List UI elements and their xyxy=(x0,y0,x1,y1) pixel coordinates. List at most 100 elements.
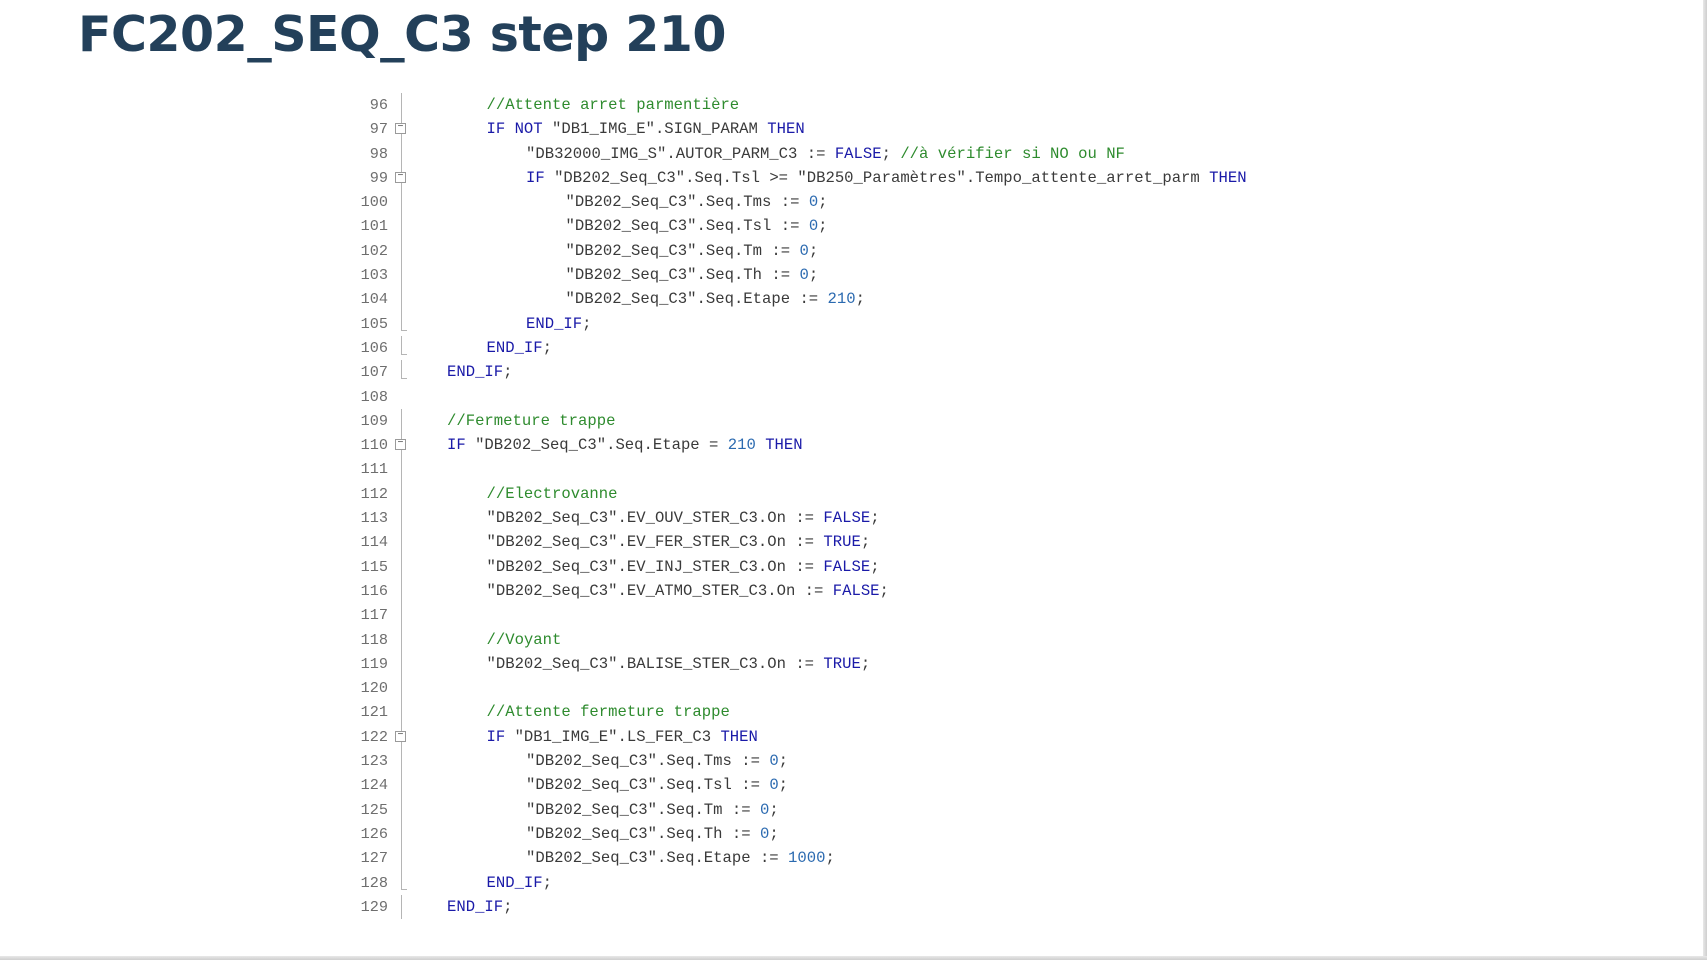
code-text: "DB202_Seq_C3".Seq.Th := 0; xyxy=(566,263,819,287)
collapse-icon[interactable]: − xyxy=(395,123,406,135)
collapse-icon[interactable]: − xyxy=(395,439,406,451)
fold-guide-line xyxy=(401,335,402,355)
code-token-str: "DB202_Seq_C3".Seq.Tms xyxy=(526,752,742,771)
fold-guide-line xyxy=(401,214,402,239)
code-token-pln: ; xyxy=(769,800,779,819)
code-token-str: "DB1_IMG_E".LS_FER_C3 xyxy=(514,727,721,746)
code-token-str: "DB202_Seq_C3".Seq.Th xyxy=(526,824,732,843)
code-text: "DB202_Seq_C3".Seq.Tm := 0; xyxy=(526,798,779,822)
code-token-kw: END_IF xyxy=(486,873,543,892)
code-text: "DB202_Seq_C3".EV_OUV_STER_C3.On := FALS… xyxy=(487,506,880,530)
line-number: 107 xyxy=(360,363,388,382)
code-token-op: := xyxy=(806,144,835,163)
line-number: 106 xyxy=(360,338,388,357)
code-token-str: "DB202_Seq_C3".Seq.Tsl xyxy=(565,217,781,236)
code-token-pln: ; xyxy=(881,144,901,163)
line-number: 96 xyxy=(369,96,388,114)
fold-guide-line xyxy=(401,408,402,434)
code-token-str: "DB202_Seq_C3".BALISE_STER_C3.On xyxy=(486,654,796,673)
fold-guide-line xyxy=(401,749,402,774)
fold-guide-line xyxy=(401,700,402,725)
fold-guide-line xyxy=(401,311,402,331)
fold-guide-line xyxy=(401,481,402,507)
code-text: //Voyant xyxy=(487,628,562,652)
code-token-cmt: //à vérifier si NO ou NF xyxy=(900,144,1125,163)
code-token-pln: ; xyxy=(879,581,889,600)
code-token-kw: END_IF xyxy=(447,897,504,916)
code-token-kw: FALSE xyxy=(832,581,880,600)
code-text: END_IF; xyxy=(526,312,592,336)
code-token-pln: ; xyxy=(778,752,789,771)
fold-end-marker xyxy=(401,353,407,355)
fold-guide-line xyxy=(401,627,402,652)
code-token-pln: ; xyxy=(870,509,880,528)
code-token-num: 0 xyxy=(799,241,809,260)
line-number: 101 xyxy=(360,217,388,236)
code-text: "DB202_Seq_C3".EV_FER_STER_C3.On := TRUE… xyxy=(487,530,871,554)
fold-end-marker xyxy=(401,888,407,890)
fold-guide-line xyxy=(401,870,402,890)
code-token-num: 0 xyxy=(759,824,770,843)
line-number: 121 xyxy=(360,703,388,722)
fold-guide-line xyxy=(401,263,402,288)
fold-guide-line xyxy=(401,578,402,604)
code-token-op: := xyxy=(741,752,770,771)
code-text: "DB202_Seq_C3".Seq.Tms := 0; xyxy=(566,190,828,214)
slide-shadow-right xyxy=(1703,0,1707,960)
code-token-pln: ; xyxy=(778,776,789,795)
line-number: 98 xyxy=(369,144,388,163)
code-token-num: 0 xyxy=(759,800,770,819)
code-text: IF "DB202_Seq_C3".Seq.Etape = 210 THEN xyxy=(447,433,803,457)
code-token-pln: ; xyxy=(860,654,871,673)
line-number: 115 xyxy=(360,557,388,576)
code-text: "DB202_Seq_C3".Seq.Etape := 210; xyxy=(566,287,865,311)
line-number: 128 xyxy=(360,873,388,892)
code-token-op: := xyxy=(799,290,828,309)
code-token-pln: ; xyxy=(503,363,513,382)
fold-guide-line xyxy=(401,821,402,847)
code-text: IF "DB1_IMG_E".LS_FER_C3 THEN xyxy=(487,725,758,749)
line-number: 97 xyxy=(369,120,388,139)
line-number: 110 xyxy=(360,436,388,455)
code-token-num: 0 xyxy=(799,266,809,285)
code-token-pln: ; xyxy=(808,241,819,260)
code-token-pln: ; xyxy=(542,873,553,892)
code-token-str: "DB202_Seq_C3".EV_ATMO_STER_C3.On xyxy=(486,581,805,600)
code-token-str: "DB202_Seq_C3".Seq.Tms xyxy=(565,193,781,212)
code-token-str: "DB202_Seq_C3".Seq.Etape xyxy=(565,290,800,309)
collapse-icon[interactable]: − xyxy=(395,171,406,183)
line-number: 125 xyxy=(360,800,388,819)
collapse-icon[interactable]: − xyxy=(395,730,406,742)
code-text: "DB32000_IMG_S".AUTOR_PARM_C3 := FALSE; … xyxy=(526,142,1125,166)
line-number: 116 xyxy=(360,581,388,600)
code-token-str: "DB202_Seq_C3".EV_FER_STER_C3.On xyxy=(486,533,796,552)
code-token-kw: END_IF xyxy=(447,363,504,382)
code-token-pln: ; xyxy=(860,533,871,552)
code-token-op: := xyxy=(795,557,824,576)
code-text: "DB202_Seq_C3".EV_ATMO_STER_C3.On := FAL… xyxy=(487,579,889,603)
fold-guide-line xyxy=(401,190,402,215)
code-token-op: := xyxy=(759,849,789,868)
line-number: 120 xyxy=(360,679,388,698)
code-text: "DB202_Seq_C3".Seq.Etape := 1000; xyxy=(526,846,835,870)
code-token-str: "DB202_Seq_C3".Seq.Etape xyxy=(526,849,760,868)
code-token-cmt: //Attente arret parmentière xyxy=(486,96,740,114)
code-token-str: "DB202_Seq_C3".Seq.Tm xyxy=(565,241,772,260)
code-token-op: := xyxy=(795,509,824,528)
code-token-kw: THEN xyxy=(720,727,758,746)
code-token-pln: ; xyxy=(769,824,779,843)
code-token-str: "DB202_Seq_C3".Seq.Th xyxy=(565,266,772,285)
fold-end-marker xyxy=(401,329,407,331)
code-token-pln: ; xyxy=(825,849,835,868)
line-number: 118 xyxy=(360,630,388,649)
code-token-cmt: //Attente fermeture trappe xyxy=(486,703,730,722)
code-token-kw: THEN xyxy=(767,120,805,139)
line-number: 117 xyxy=(360,606,388,625)
code-token-cmt: //Voyant xyxy=(486,630,562,649)
line-number: 122 xyxy=(360,727,388,746)
line-number: 124 xyxy=(360,776,388,795)
code-text: END_IF; xyxy=(447,895,513,919)
code-token-kw: IF xyxy=(447,436,476,455)
fold-guide-line xyxy=(401,676,402,701)
code-token-op: := xyxy=(771,241,800,260)
